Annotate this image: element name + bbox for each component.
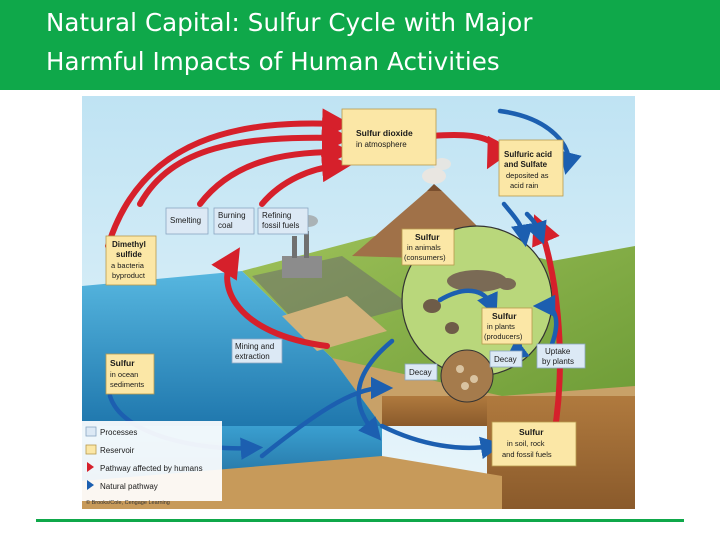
process-mining: Mining and extraction <box>231 338 283 364</box>
sulfur-ocean-s2: sediments <box>110 380 144 389</box>
refining-l2: fossil fuels <box>262 221 299 230</box>
title-banner: Natural Capital: Sulfur Cycle with Major… <box>0 0 720 90</box>
legend-processes-label: Processes <box>100 428 137 437</box>
image-credit: © Brooks/Cole, Cengage Learning <box>86 499 170 506</box>
legend-human-label: Pathway affected by humans <box>100 464 203 473</box>
sulfur-animals-s1: in animals <box>407 243 441 252</box>
sulfur-plants-s1: in plants <box>487 322 515 331</box>
slide-title-line-2: Harmful Impacts of Human Activities <box>46 47 500 76</box>
legend-reservoir-label: Reservoir <box>100 446 135 455</box>
sulfur-animals-s2: (consumers) <box>404 253 446 262</box>
dimethyl-s2: byproduct <box>112 271 146 280</box>
dimethyl-s1: a bacteria <box>111 261 145 270</box>
sulfur-soil-title: Sulfur <box>519 427 544 437</box>
refining-l1: Refining <box>262 211 291 220</box>
legend-natural-label: Natural pathway <box>100 482 158 491</box>
reservoir-sulfur-dioxide: Sulfur dioxide in atmosphere <box>341 108 437 166</box>
reservoir-sulfur-animals: Sulfur in animals (consumers) <box>401 228 455 266</box>
uptake-l2: by plants <box>542 357 574 366</box>
process-refining: Refining fossil fuels <box>257 207 309 235</box>
sulfur-plants-title: Sulfur <box>492 311 517 321</box>
process-decay-upper: Decay <box>489 350 523 368</box>
process-uptake: Uptake by plants <box>536 343 586 369</box>
mining-l2: extraction <box>235 352 270 361</box>
sulfuric-acid-title2: and Sulfate <box>504 160 548 169</box>
farm-field <box>282 296 387 351</box>
uptake-l1: Uptake <box>545 347 571 356</box>
sulfur-dioxide-title: Sulfur dioxide <box>356 128 413 138</box>
dimethyl-t2: sulfide <box>116 250 142 259</box>
legend: Processes Reservoir Pathway affected by … <box>82 421 222 506</box>
decay-upper-label: Decay <box>494 355 517 364</box>
sulfur-ocean-title: Sulfur <box>110 358 135 368</box>
mining-l1: Mining and <box>235 342 274 351</box>
legend-human-arrow-icon <box>87 462 94 472</box>
slide-title-line-1: Natural Capital: Sulfur Cycle with Major <box>46 8 533 37</box>
dimethyl-t1: Dimethyl <box>112 240 146 249</box>
reservoir-dimethyl-sulfide: Dimethyl sulfide a bacteria byproduct <box>105 235 157 286</box>
sulfur-animals-title: Sulfur <box>415 232 440 242</box>
sulfur-soil-s1: in soil, rock <box>507 439 545 448</box>
reservoir-sulfuric-acid: Sulfuric acid and Sulfate deposited as a… <box>498 139 564 197</box>
sulfuric-acid-title1: Sulfuric acid <box>504 150 552 159</box>
sulfuric-acid-sub1: deposited as <box>506 171 549 180</box>
decay-lower-label: Decay <box>409 368 432 377</box>
reservoir-sulfur-soil: Sulfur in soil, rock and fossil fuels <box>491 421 577 467</box>
sulfur-ocean-s1: in ocean <box>110 370 138 379</box>
reservoir-sulfur-ocean: Sulfur in ocean sediments <box>105 353 155 395</box>
bottom-divider <box>36 519 684 522</box>
sulfur-dioxide-sub: in atmosphere <box>356 140 407 149</box>
reservoir-sulfur-plants: Sulfur in plants (producers) <box>481 307 533 345</box>
legend-natural-arrow-icon <box>87 480 94 490</box>
sulfur-plants-s2: (producers) <box>484 332 523 341</box>
sulfur-soil-s2: and fossil fuels <box>502 450 552 459</box>
sulfuric-acid-sub2: acid rain <box>510 181 538 190</box>
legend-processes-swatch <box>85 426 97 437</box>
legend-reservoir-swatch <box>85 444 97 455</box>
decomposer-inset <box>440 349 494 403</box>
sulfur-cycle-diagram: Sulfur dioxide in atmosphere Sulfuric ac… <box>82 96 635 509</box>
process-burning-coal: Burning coal <box>213 207 255 235</box>
burning-coal-l1: Burning <box>218 211 246 220</box>
smelting-label: Smelting <box>170 216 201 225</box>
process-smelting: Smelting <box>165 207 209 235</box>
process-decay-lower: Decay <box>404 363 438 381</box>
burning-coal-l2: coal <box>218 221 233 230</box>
